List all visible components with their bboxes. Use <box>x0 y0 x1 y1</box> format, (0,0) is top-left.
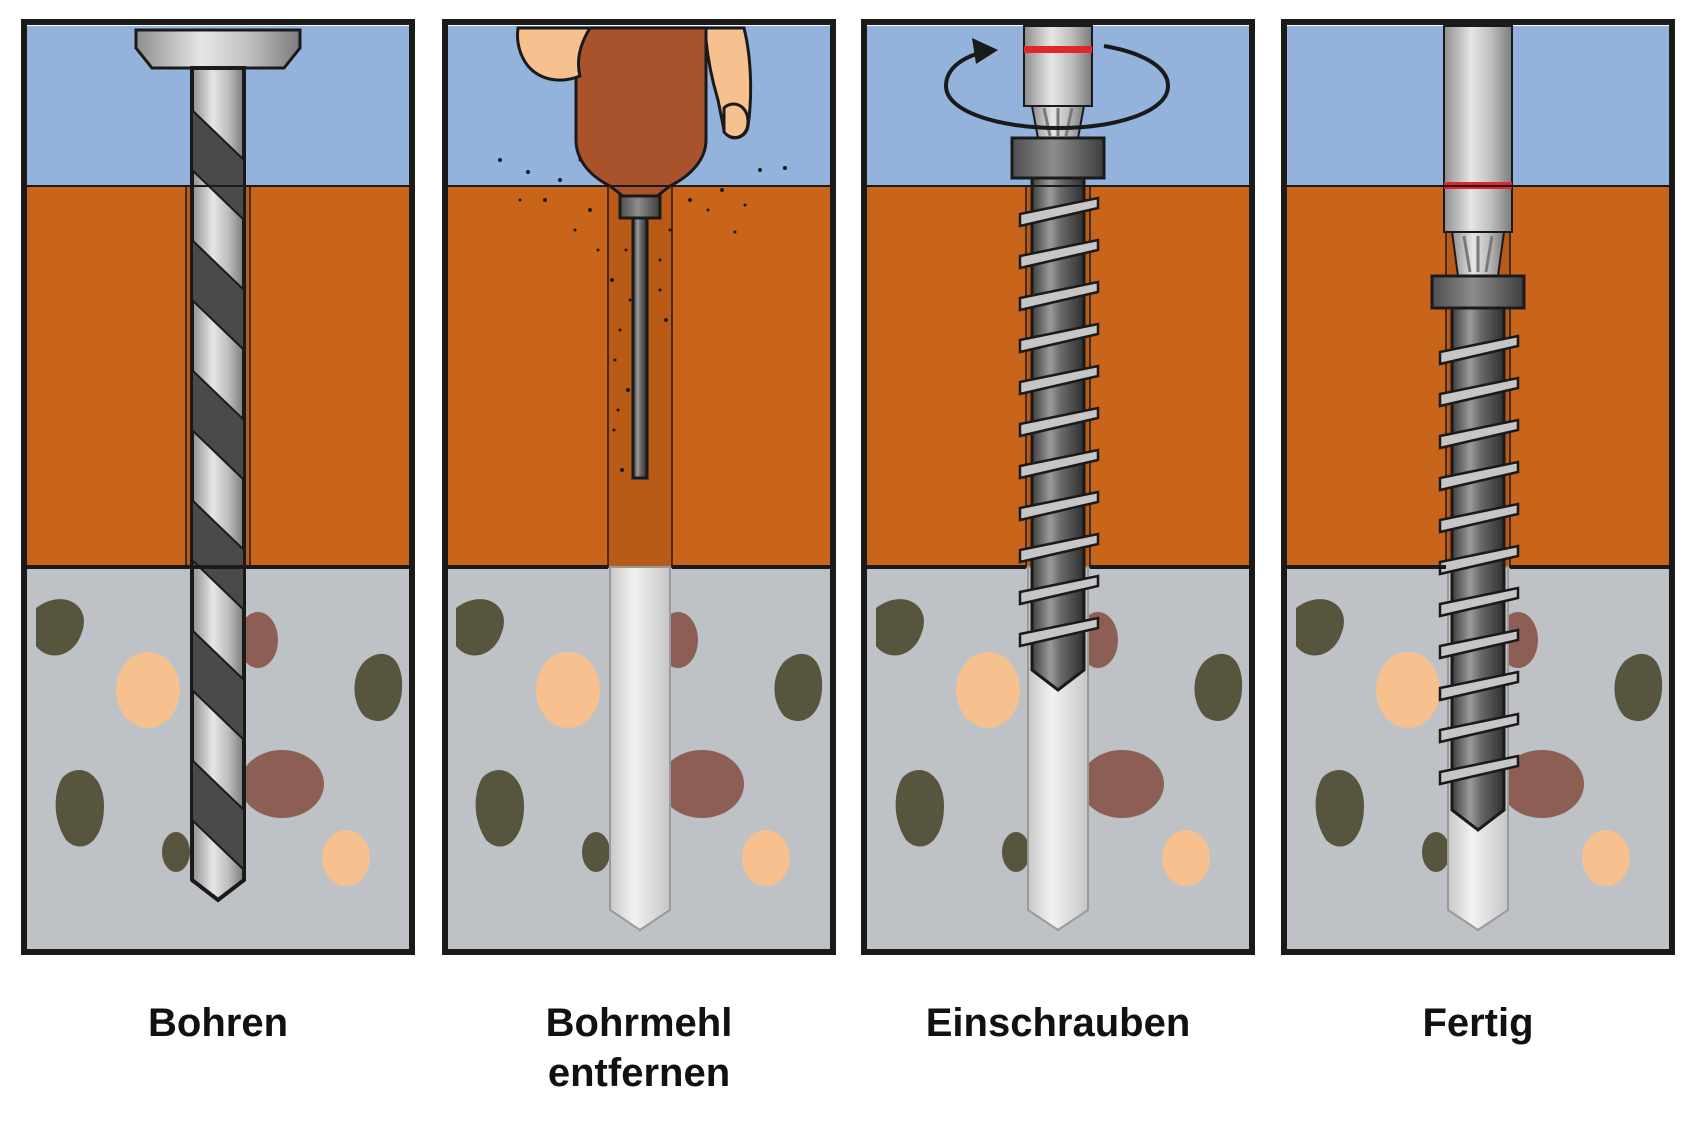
step-label-dust-removal: Bohrmehl entfernen <box>474 998 804 1098</box>
step-label-line: Fertig <box>1422 1001 1534 1045</box>
hand-icon <box>516 26 753 140</box>
panel-dust-removal <box>442 19 836 955</box>
panel-frame <box>861 19 1255 955</box>
step-label-line: Bohrmehl <box>545 1001 733 1045</box>
step-label-drilling: Bohren <box>53 998 383 1048</box>
rotation-arrow-icon <box>943 44 1171 131</box>
panel-screwing <box>861 19 1255 955</box>
step-label-line: entfernen <box>547 1051 731 1095</box>
bore-hole-concrete <box>609 566 671 932</box>
step-label-line: Einschrauben <box>925 1001 1191 1045</box>
step-label-line: Bohren <box>148 1001 288 1045</box>
panel-frame <box>1281 19 1675 955</box>
step-label-screwing: Einschrauben <box>893 998 1223 1048</box>
aggregate-stones <box>36 599 403 886</box>
drill-chuck <box>134 28 302 70</box>
panel-frame <box>21 19 415 955</box>
drill-bit-icon <box>190 66 246 903</box>
screw-driving-icon <box>943 25 1171 692</box>
step-label-finished: Fertig <box>1313 998 1643 1048</box>
panel-drilling <box>21 19 415 955</box>
blow-out-pump-icon <box>574 26 708 480</box>
aggregate-stones <box>456 599 823 886</box>
installed-screw-icon <box>1430 25 1526 832</box>
panel-frame <box>442 19 836 955</box>
drill-dust <box>498 158 787 472</box>
panel-finished <box>1281 19 1675 955</box>
